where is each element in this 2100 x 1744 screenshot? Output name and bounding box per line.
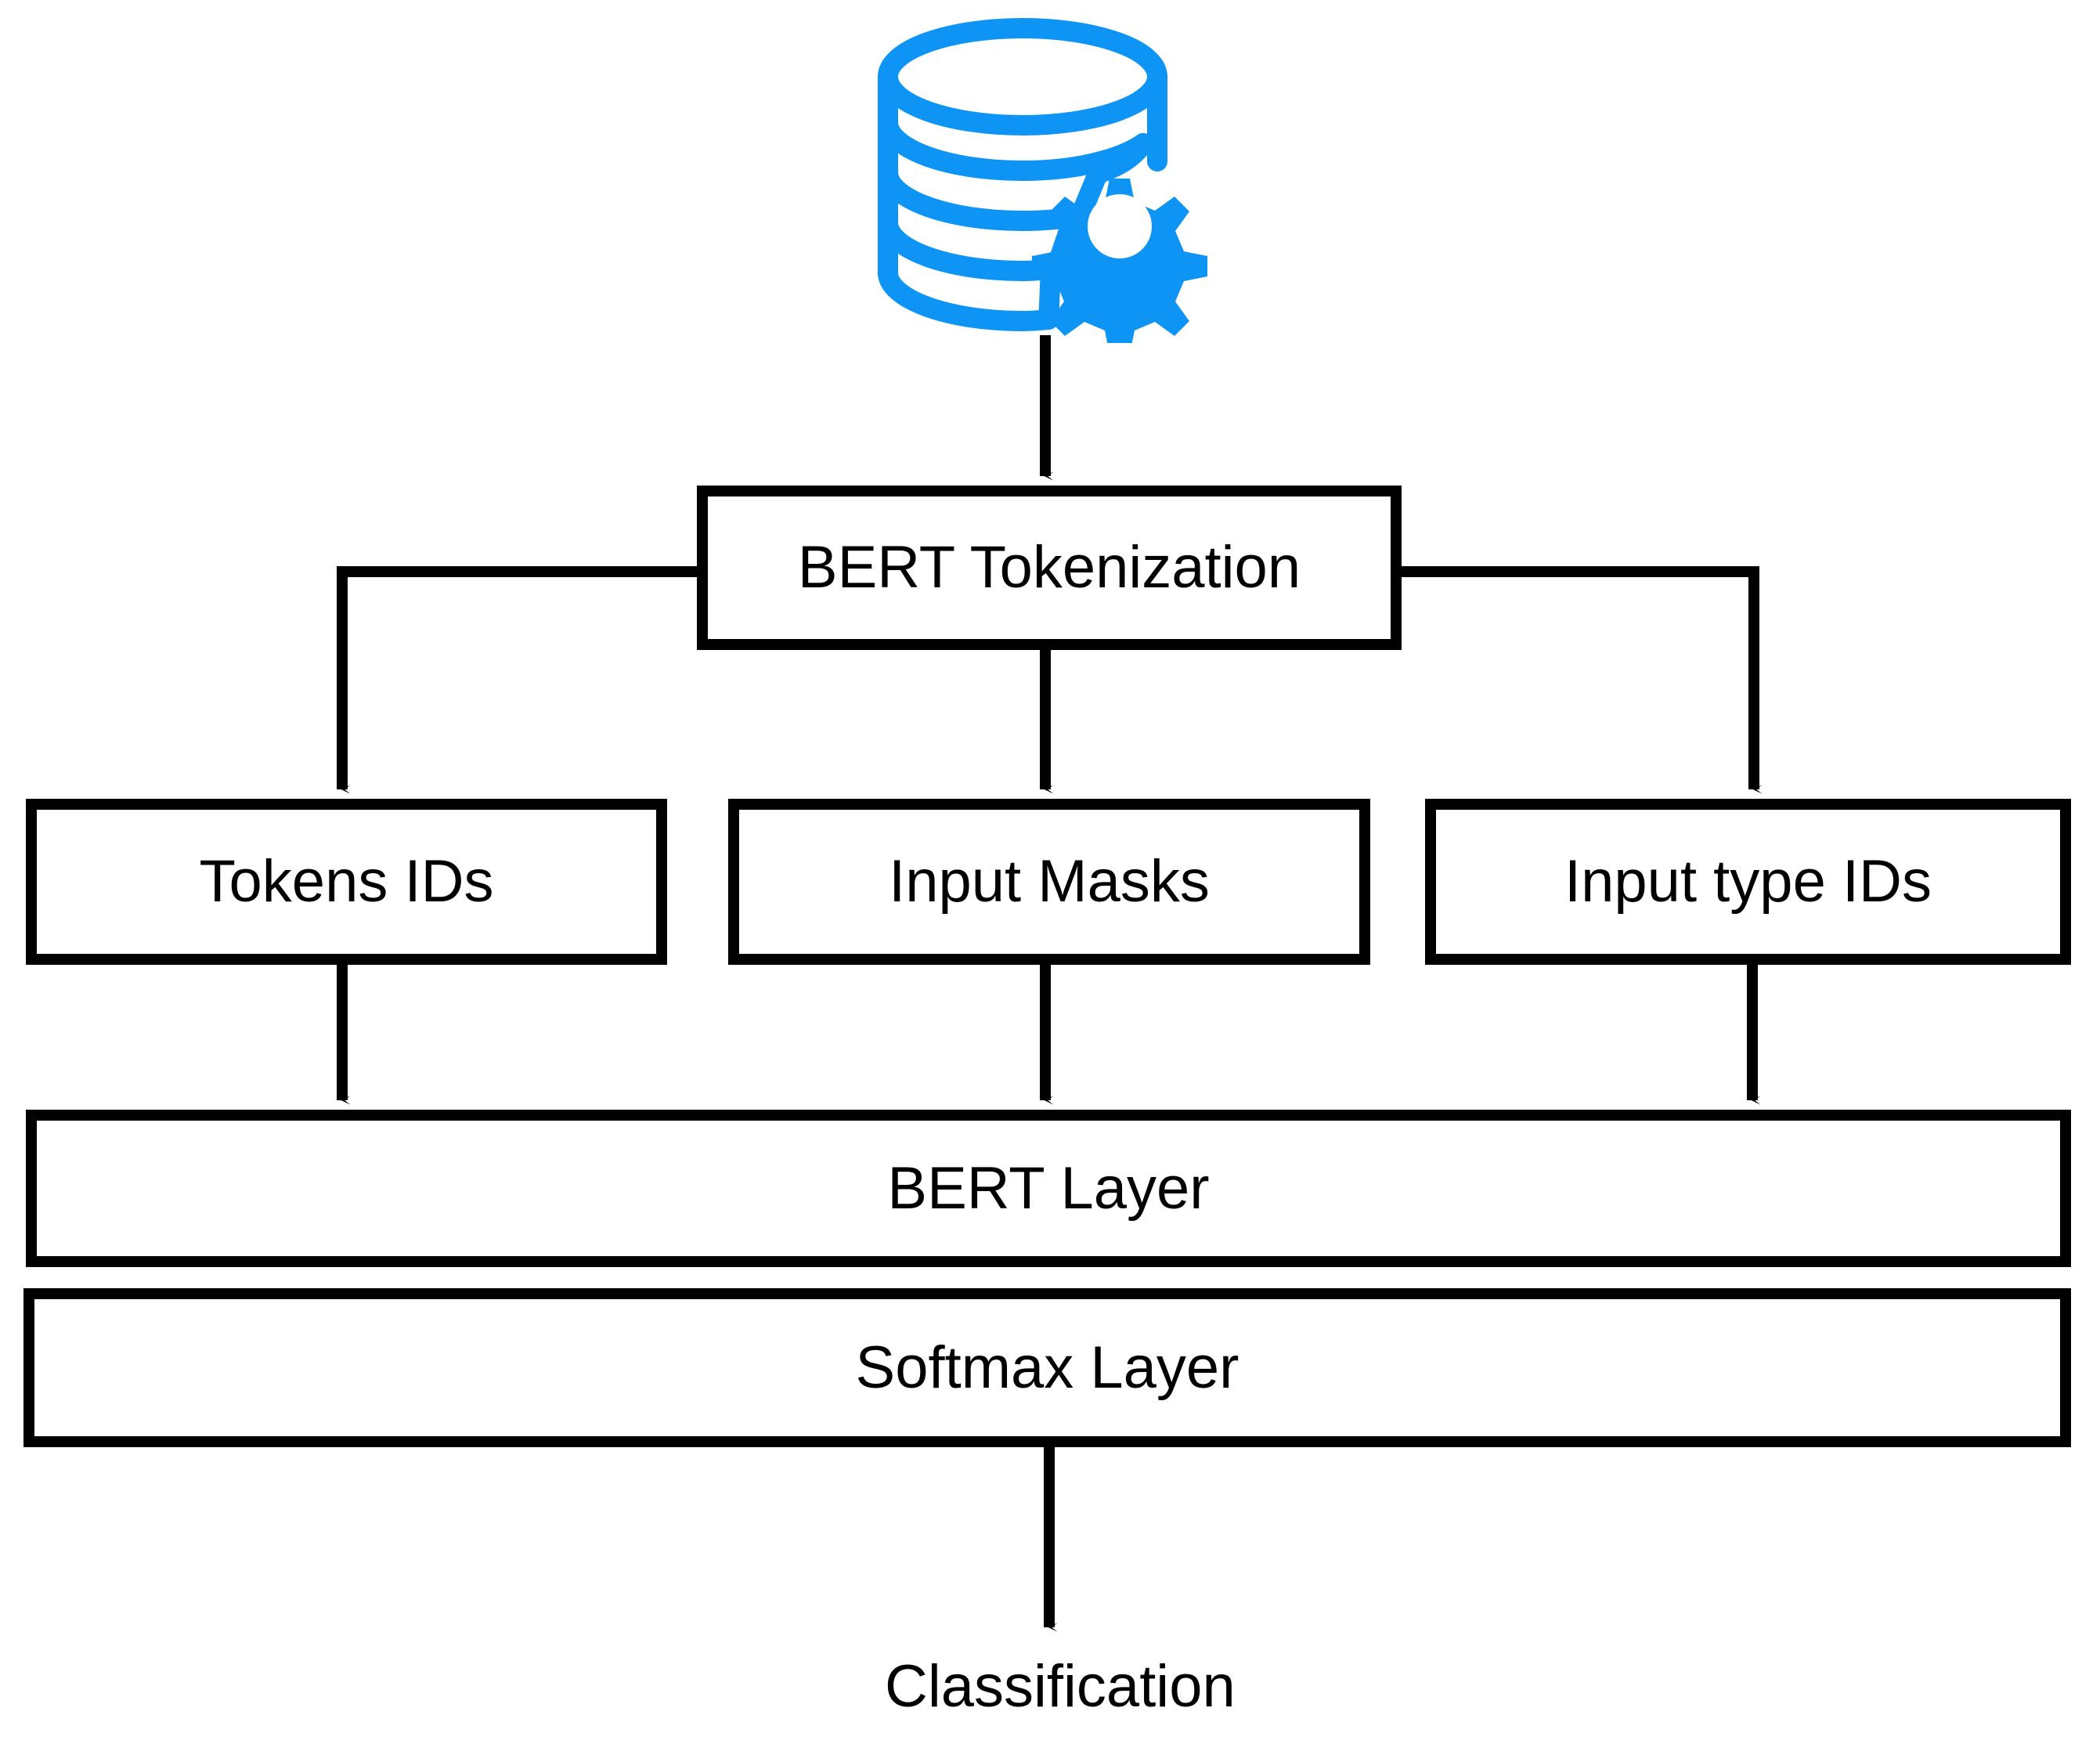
node-input-masks[interactable]: Input Masks (728, 799, 1370, 965)
node-bert-tokenization[interactable]: BERT Tokenization (697, 486, 1402, 650)
node-classification: Classification (885, 1653, 1236, 1720)
node-bert-layer[interactable]: BERT Layer (26, 1110, 2071, 1267)
database-settings-icon (875, 14, 1212, 354)
node-input-type-ids[interactable]: Input type IDs (1425, 799, 2071, 965)
node-bert-tokenization-label: BERT Tokenization (797, 534, 1301, 601)
node-softmax-layer-label: Softmax Layer (855, 1334, 1239, 1401)
node-tokens-ids[interactable]: Tokens IDs (26, 799, 667, 965)
node-tokens-ids-label: Tokens IDs (199, 848, 494, 915)
edge-tokenization-to-tokens-ids (337, 566, 697, 794)
edge-tokenization-to-input-type-ids (1402, 566, 1763, 794)
node-bert-layer-label: BERT Layer (887, 1154, 1210, 1222)
node-input-masks-label: Input Masks (889, 848, 1210, 915)
node-softmax-layer[interactable]: Softmax Layer (23, 1288, 2071, 1447)
node-input-type-ids-label: Input type IDs (1564, 848, 1932, 915)
